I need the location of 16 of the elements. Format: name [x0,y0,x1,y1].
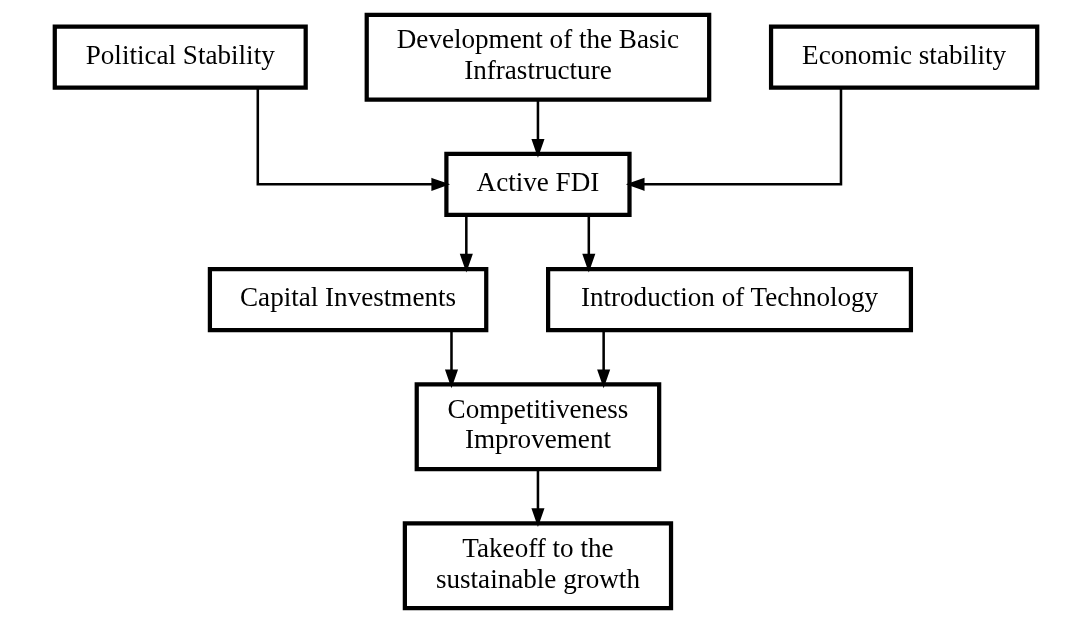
node-box: Capital Investments [207,267,488,333]
arrow [596,330,610,389]
node-box: Active FDI [443,151,632,217]
arrow [459,215,473,273]
arrow [625,88,842,191]
node-box: Development of the Basic Infrastructure [364,12,711,102]
node-box: Competitiveness Improvement [414,382,661,472]
node-box: Political Stability [52,24,308,90]
node-box: Economic stability [768,24,1039,90]
arrow [530,100,544,158]
arrow [256,88,450,191]
arrow [581,215,595,273]
node-box: Takeoff to the sustainable growth [402,521,673,611]
arrow [444,330,458,389]
arrow [530,469,544,527]
node-box: Introduction of Technology [545,267,913,333]
